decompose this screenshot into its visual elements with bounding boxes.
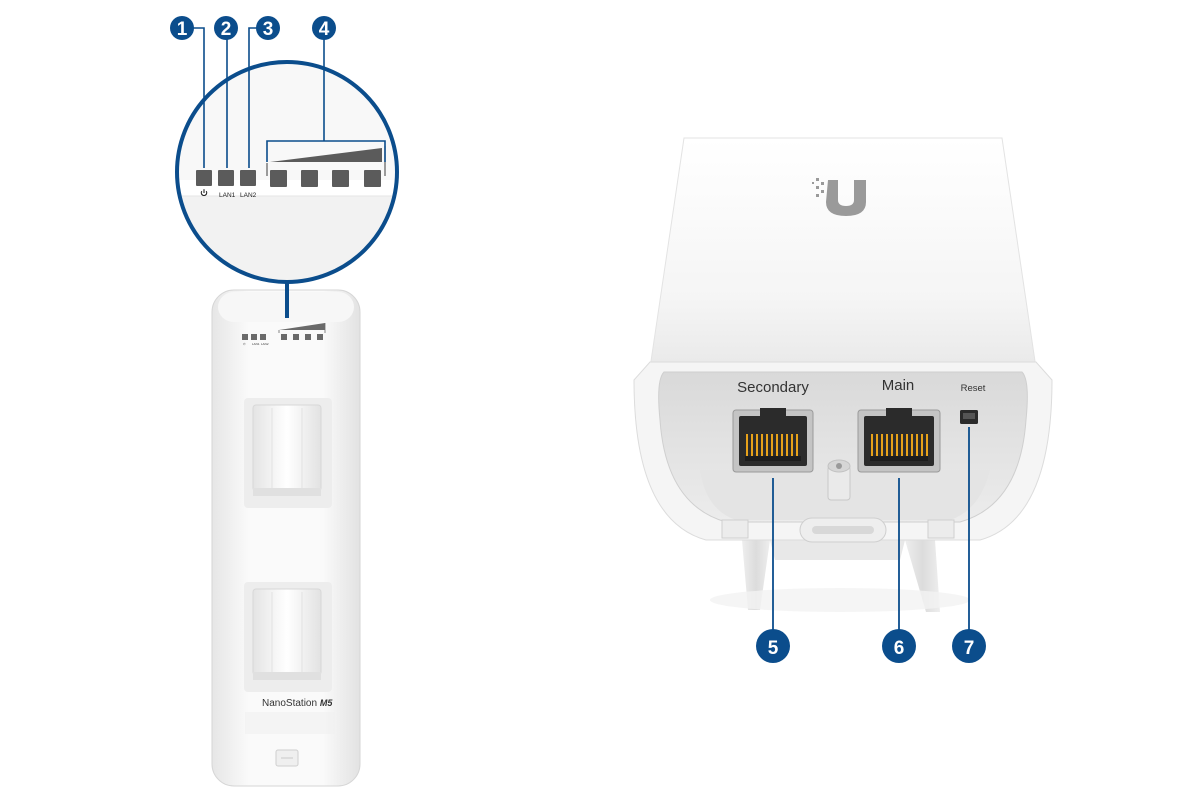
device-lan1-tiny-label: LAN1: [252, 342, 260, 346]
model-name-label: NanoStation M5: [262, 698, 333, 709]
device-body: [211, 289, 361, 787]
callout-lines-bottom: [772, 427, 970, 633]
signal-led-1: [270, 170, 287, 187]
device-led-strip: ⏻ LAN1 LAN2: [242, 323, 326, 346]
lower-mounting-clip: [244, 582, 332, 692]
nanostation-underside: Secondary Main Reset: [633, 137, 1053, 612]
signal-strength-wedge: [270, 148, 382, 162]
callout-5: 5: [756, 629, 790, 663]
nanostation-front: ⏻ LAN1 LAN2 NanoStation M5: [211, 289, 361, 787]
model-suffix: M5: [320, 698, 333, 708]
callout-3: 3: [256, 16, 280, 40]
signal-led-2: [301, 170, 318, 187]
power-led: [196, 170, 212, 186]
callout-4: 4: [312, 16, 336, 40]
stand-legs: [710, 540, 970, 612]
lan1-label: LAN1: [219, 192, 236, 199]
callout-6: 6: [882, 629, 916, 663]
lan2-led: [240, 170, 256, 186]
power-icon: [200, 189, 208, 196]
model-label-plate: [245, 712, 335, 734]
device-lan2-tiny-label: LAN2: [261, 342, 269, 346]
upper-mounting-clip: [244, 398, 332, 508]
reset-button-label: Reset: [961, 383, 986, 394]
device-power-tiny-label: ⏻: [243, 342, 246, 346]
reset-button[interactable]: [960, 410, 978, 424]
signal-led-3: [332, 170, 349, 187]
callout-3-label: 3: [263, 19, 274, 40]
secondary-port-label: Secondary: [737, 379, 809, 396]
callout-2: 2: [214, 16, 238, 40]
callout-5-label: 5: [768, 638, 779, 659]
main-ethernet-port[interactable]: [857, 408, 941, 473]
led-zoom-circle: LAN1 LAN2: [175, 60, 399, 284]
lan1-led: [218, 170, 234, 186]
model-name: NanoStation: [262, 698, 317, 709]
callout-1: 1: [170, 16, 194, 40]
ubiquiti-logo: [812, 178, 866, 216]
device-shell: [649, 137, 1037, 369]
right-latch: [927, 519, 955, 539]
callout-7-label: 7: [964, 638, 975, 659]
lan2-label: LAN2: [240, 192, 257, 199]
signal-led-4: [364, 170, 381, 187]
callout-7: 7: [952, 629, 986, 663]
grounding-post: [827, 459, 851, 501]
main-port-label: Main: [882, 377, 915, 394]
left-latch: [721, 519, 749, 539]
callout-2-label: 2: [221, 19, 232, 40]
callout-6-label: 6: [894, 638, 905, 659]
secondary-ethernet-port[interactable]: [732, 408, 814, 473]
callout-4-label: 4: [319, 19, 330, 40]
callout-1-label: 1: [177, 19, 188, 40]
